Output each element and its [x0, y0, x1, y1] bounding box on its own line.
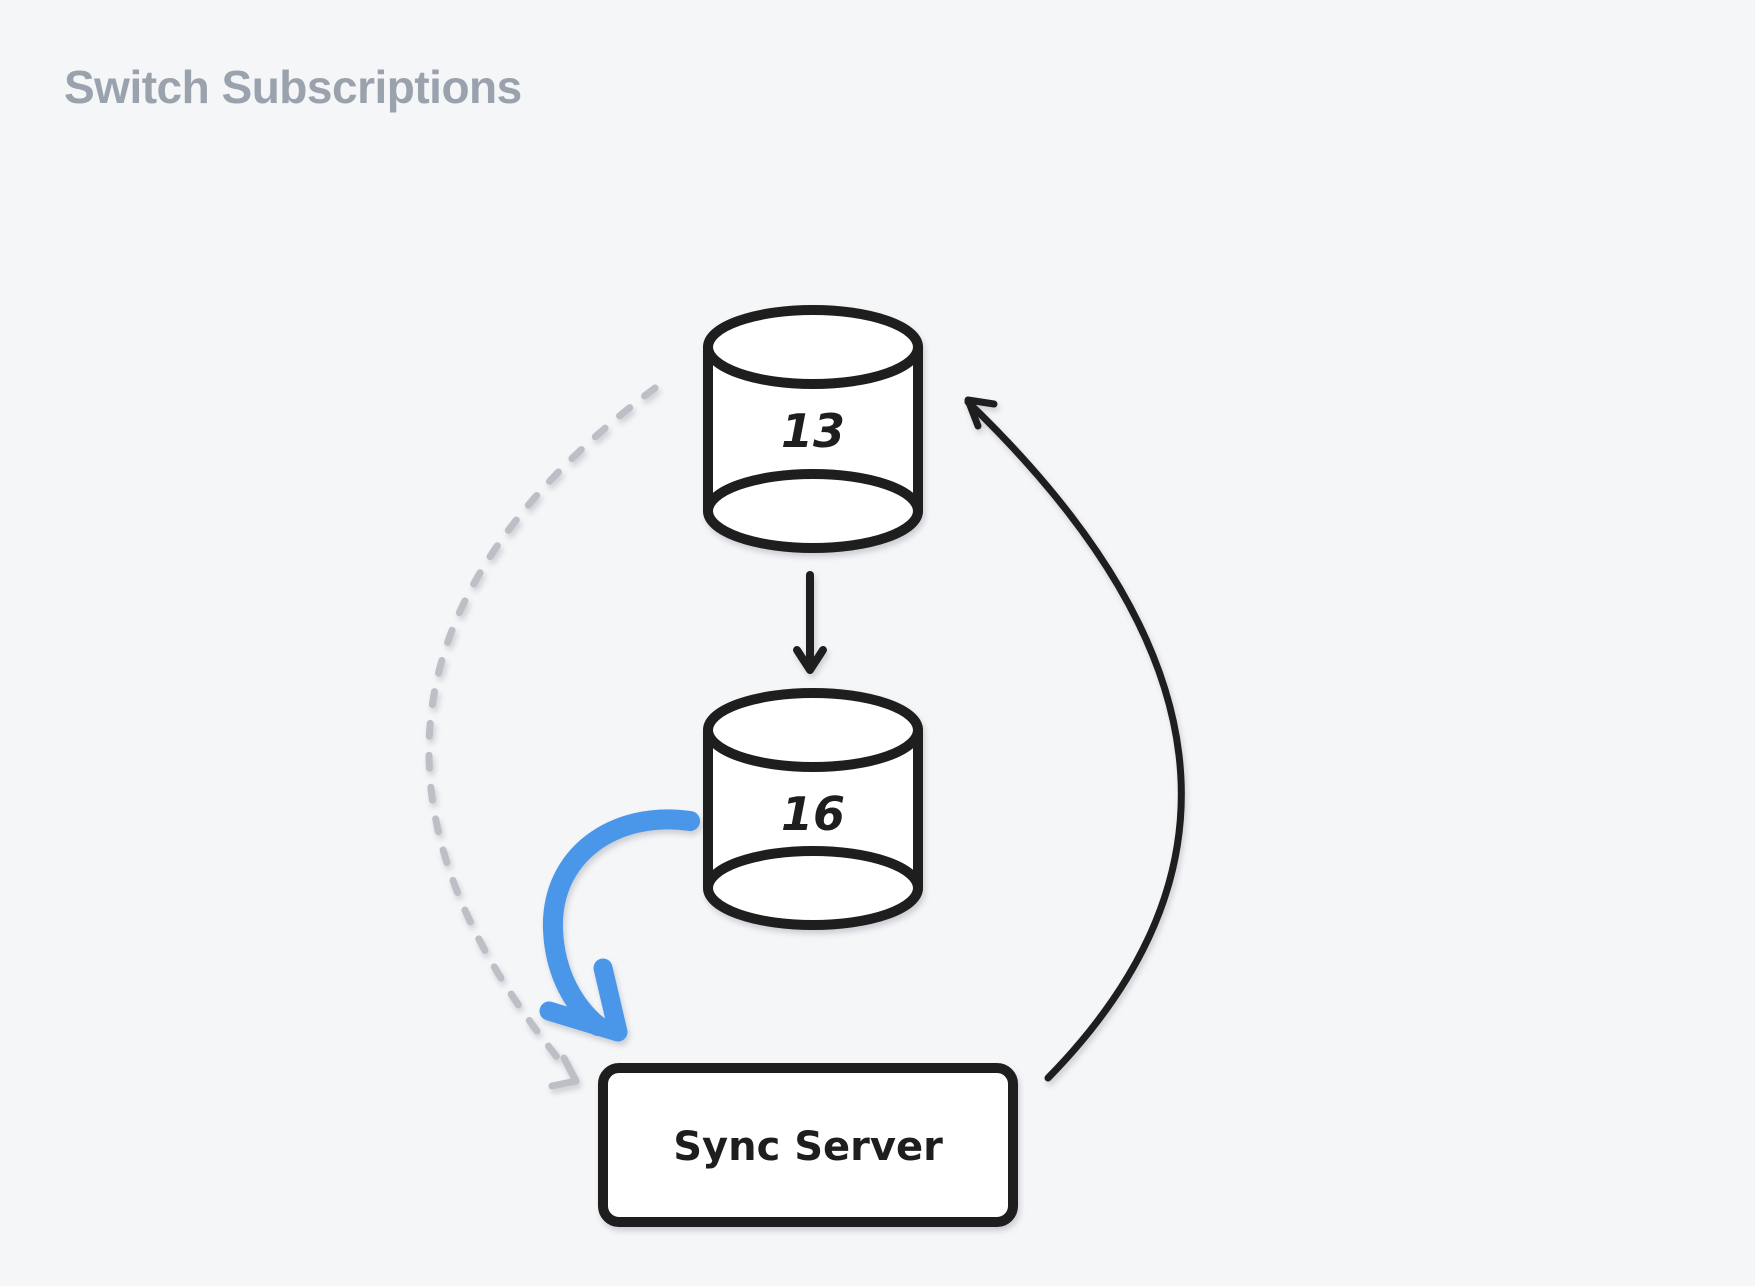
sync-server-box — [598, 1063, 1018, 1227]
dashed-arrowhead-icon — [548, 1054, 580, 1090]
down-arrowhead-icon — [793, 646, 827, 674]
arrow-db16-to-sync-blue — [539, 809, 700, 1042]
db16-top-ellipse — [703, 688, 923, 772]
db16-cylinder: 16 — [703, 688, 923, 930]
return-arrow-path — [964, 398, 1185, 1082]
arrow-sync-to-db13 — [964, 396, 1185, 1082]
db13-cylinder: 13 — [703, 305, 923, 553]
db16-label: 16 — [781, 787, 845, 841]
dashed-arrow-path — [425, 384, 659, 1072]
sync-server-node: Sync Server — [598, 1063, 1018, 1227]
db13-label: 13 — [781, 404, 845, 458]
return-arrowhead-icon — [964, 396, 998, 430]
arrow-db13-to-db16 — [793, 571, 827, 674]
sync-server-label: Sync Server — [673, 1124, 943, 1170]
arrow-db13-to-sync-dashed — [425, 384, 659, 1090]
blue-arrowhead-icon — [539, 958, 628, 1042]
page-title: Switch Subscriptions — [64, 61, 522, 113]
blue-arrow-path — [542, 809, 700, 1036]
db13-top-ellipse — [703, 305, 923, 389]
